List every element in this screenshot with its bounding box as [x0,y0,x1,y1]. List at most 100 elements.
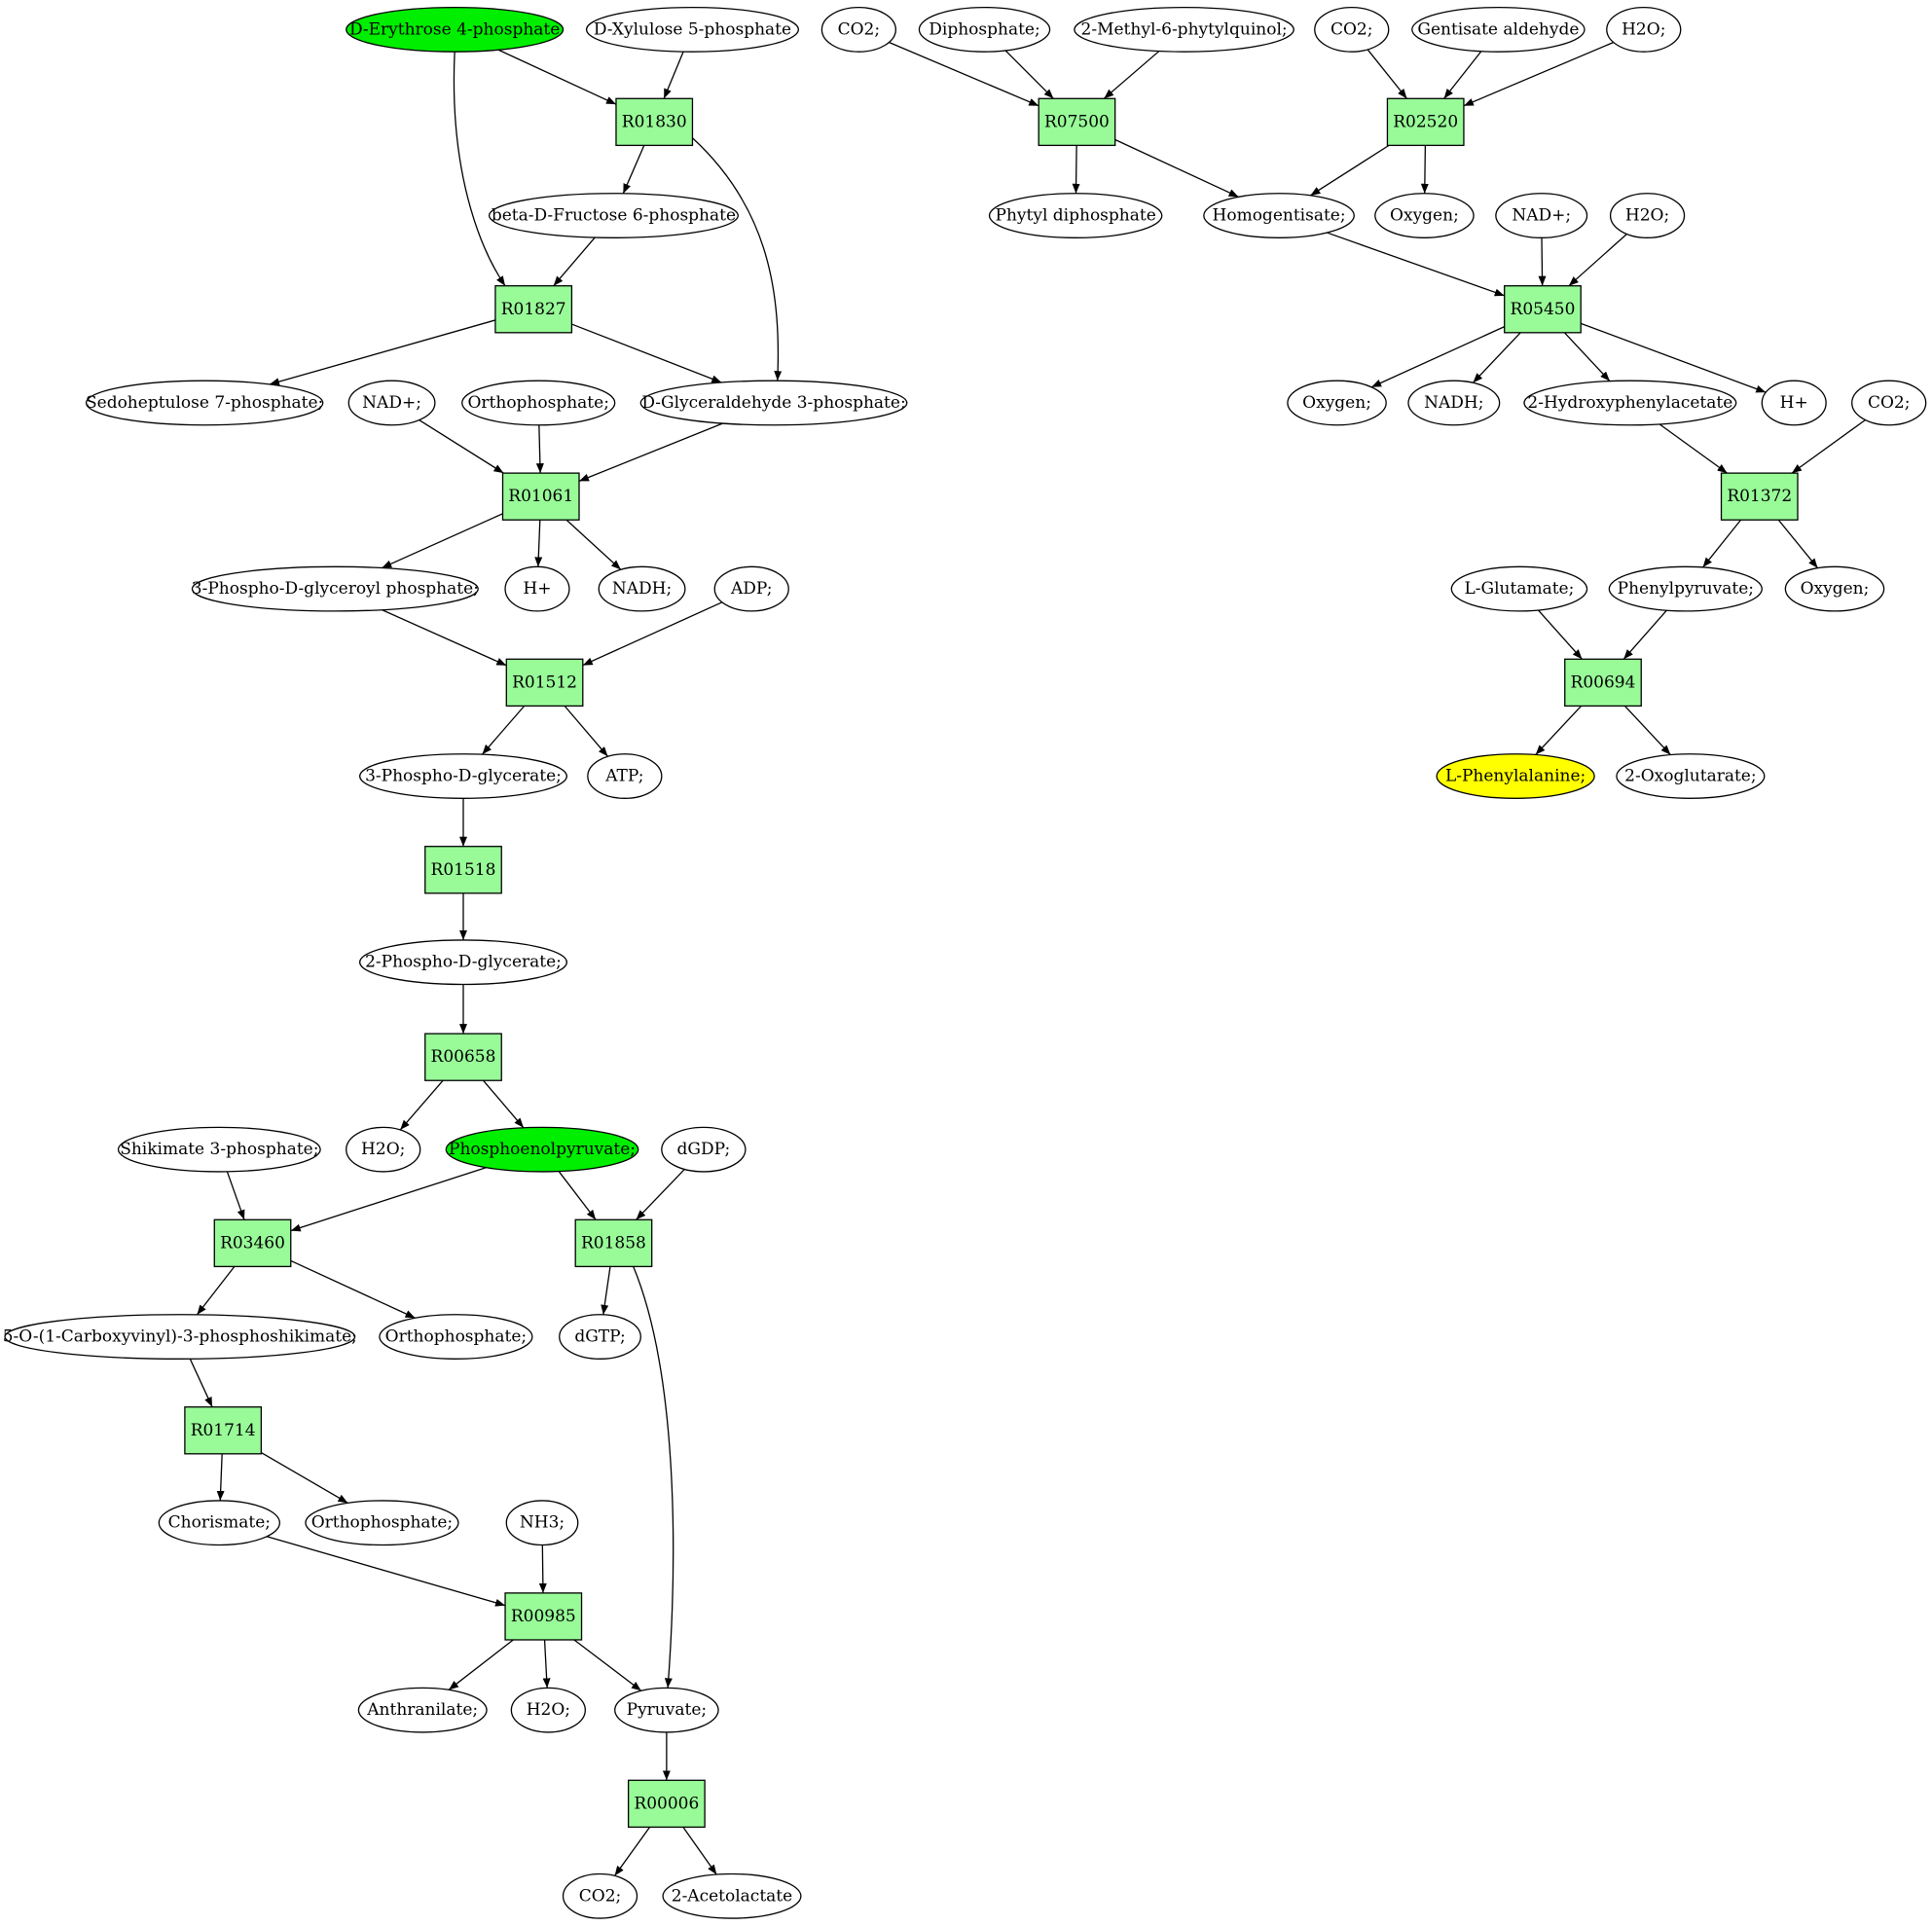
reaction-node-r02520[interactable]: R02520 [1386,97,1465,147]
compound-shape [379,1314,533,1360]
compound-node-oxygen_c[interactable]: Oxygen; [1784,565,1885,612]
compound-node-chorismate[interactable]: Chorismate; [158,1500,281,1546]
compound-node-atp[interactable]: ATP; [587,753,663,799]
compound-node-nad_b[interactable]: NAD+; [1495,193,1588,238]
compound-node-co2_d[interactable]: CO2; [1851,380,1927,426]
compound-node-dgtp[interactable]: dGTP; [559,1314,641,1360]
compound-shape [1616,753,1766,799]
compound-node-oxygen_a[interactable]: Oxygen; [1374,193,1475,238]
edges-layer [189,41,1866,1876]
edge-pep-to-r01858 [558,1171,597,1220]
edge-glutamate-to-r00694 [1537,609,1583,660]
reaction-box [494,285,573,334]
reaction-label: R00006 [634,1794,699,1813]
compound-node-nad_a[interactable]: NAD+; [347,380,436,426]
reaction-node-r00658[interactable]: R00658 [424,1033,502,1081]
compound-node-phosphoglycerate2[interactable]: 2-Phospho-D-glycerate; [359,939,567,986]
compound-label: D-Xylulose 5-phosphate [594,19,791,39]
compound-node-nadh_a[interactable]: NADH; [598,565,686,612]
compound-node-hplus_a[interactable]: H+ [504,565,570,612]
edge-adp-to-r01512 [582,601,723,667]
compound-node-anthranilate[interactable]: Anthranilate; [357,1687,488,1733]
compound-node-h2o_d[interactable]: H2O; [1609,193,1686,238]
edge-co2_c-to-r02520 [1367,49,1407,99]
reaction-box [615,97,694,147]
reaction-node-r01714[interactable]: R01714 [184,1406,263,1455]
compound-node-h2o_c[interactable]: H2O; [1606,6,1682,53]
compound-node-diphosphate[interactable]: Diphosphate; [918,6,1051,53]
reaction-node-r01512[interactable]: R01512 [505,658,584,708]
reaction-node-r01518[interactable]: R01518 [424,846,502,894]
reaction-node-r01830[interactable]: R01830 [615,97,694,147]
reaction-node-r05450[interactable]: R05450 [1504,285,1582,334]
compound-node-pep[interactable]: Phosphoenolpyruvate; [445,1126,639,1173]
compound-shape [1074,6,1294,53]
compound-node-dgdp[interactable]: dGDP; [661,1126,747,1173]
compound-node-nadh_b[interactable]: NADH; [1407,380,1501,426]
compound-node-h2o_b[interactable]: H2O; [510,1687,586,1733]
edge-erythrose-to-r01827 [453,52,506,287]
compound-node-fructose6p[interactable]: beta-D-Fructose 6-phosphate [488,193,739,238]
edge-nh3-to-r00985 [538,1544,547,1593]
compound-shape [510,1687,586,1733]
compound-node-gentisate[interactable]: Gentisate aldehyde [1411,6,1586,53]
compound-node-phytyl[interactable]: Phytyl diphosphate [988,193,1163,238]
compound-node-acetolactate[interactable]: 2-Acetolactate [662,1872,802,1919]
compound-node-orthophosphate_a[interactable]: Orthophosphate; [461,380,616,426]
compound-node-phenylpyruvate[interactable]: Phenylpyruvate; [1608,565,1763,612]
compound-shape [347,380,436,426]
edge-methylphytylquinol-to-r07500 [1103,51,1160,99]
compound-node-carboxyvinyl[interactable]: 5-O-(1-Carboxyvinyl)-3-phosphoshikimate; [3,1314,357,1360]
compound-node-orthophosphate_b[interactable]: Orthophosphate; [379,1314,533,1360]
compound-node-oxoglutarate[interactable]: 2-Oxoglutarate; [1616,753,1766,799]
compound-node-methylphytylquinol[interactable]: 2-Methyl-6-phytylquinol; [1074,6,1294,53]
reaction-label: R02520 [1393,112,1458,131]
compound-node-xylulose[interactable]: D-Xylulose 5-phosphate [585,6,799,53]
compound-node-hplus_b[interactable]: H+ [1761,380,1827,426]
edge-dgdp-to-r01858 [636,1168,685,1220]
compound-shape [445,1126,639,1173]
compound-node-orthophosphate_c[interactable]: Orthophosphate; [305,1500,459,1546]
edge-r05450-to-oxygen_b [1370,326,1505,388]
compound-node-sedoheptulose[interactable]: Sedoheptulose 7-phosphate; [85,380,324,426]
edge-r01830-to-fructose6p [622,145,645,195]
compound-label: ADP; [730,579,772,599]
compound-label: H2O; [361,1140,405,1159]
reaction-node-r01372[interactable]: R01372 [1720,472,1799,521]
edge-r00985-to-h2o_b [542,1639,551,1689]
compound-node-oxygen_b[interactable]: Oxygen; [1287,380,1387,426]
reaction-node-r03460[interactable]: R03460 [213,1218,292,1268]
compound-node-co2_b[interactable]: CO2; [820,6,896,53]
reaction-node-r01827[interactable]: R01827 [494,285,573,334]
compound-shape [305,1500,459,1546]
compound-node-shikimate3p[interactable]: Shikimate 3-phosphate; [117,1126,321,1173]
compound-node-phosphoglycerate3[interactable]: 3-Phospho-D-glycerate; [359,753,567,799]
reaction-node-r00985[interactable]: R00985 [504,1592,583,1641]
compound-node-hydroxyphenylacetate[interactable]: 2-Hydroxyphenylacetate [1523,380,1737,426]
compound-shape [598,565,686,612]
compound-node-phosphoglyceroyl[interactable]: 3-Phospho-D-glyceroyl phosphate; [192,565,479,612]
compound-shape [614,1687,719,1733]
compound-node-nh3[interactable]: NH3; [505,1500,579,1546]
reaction-node-r00694[interactable]: R00694 [1564,658,1642,708]
compound-node-h2o_a[interactable]: H2O; [346,1126,421,1173]
compound-node-erythrose[interactable]: D-Erythrose 4-phosphate [346,6,565,53]
compound-node-co2_c[interactable]: CO2; [1314,6,1390,53]
compound-shape [661,1126,747,1173]
compound-node-adp[interactable]: ADP; [713,565,789,612]
edge-r05450-to-hydroxyphenylacetate [1563,332,1611,382]
compound-shape [1203,193,1355,238]
compound-node-phenylalanine[interactable]: L-Phenylalanine; [1436,753,1595,799]
compound-node-pyruvate[interactable]: Pyruvate; [614,1687,719,1733]
reaction-node-r07500[interactable]: R07500 [1038,97,1116,147]
compound-node-glutamate[interactable]: L-Glutamate; [1450,565,1588,612]
compound-shape [346,6,565,53]
compound-node-glyceraldehyde[interactable]: D-Glyceraldehyde 3-phosphate; [639,380,908,426]
compound-node-co2_a[interactable]: CO2; [562,1872,638,1919]
reaction-node-r00006[interactable]: R00006 [627,1779,706,1829]
reaction-node-r01061[interactable]: R01061 [501,472,580,521]
reaction-node-r01858[interactable]: R01858 [574,1218,653,1268]
compound-label: NAD+; [1512,206,1571,226]
compound-node-homogentisate[interactable]: Homogentisate; [1203,193,1355,238]
